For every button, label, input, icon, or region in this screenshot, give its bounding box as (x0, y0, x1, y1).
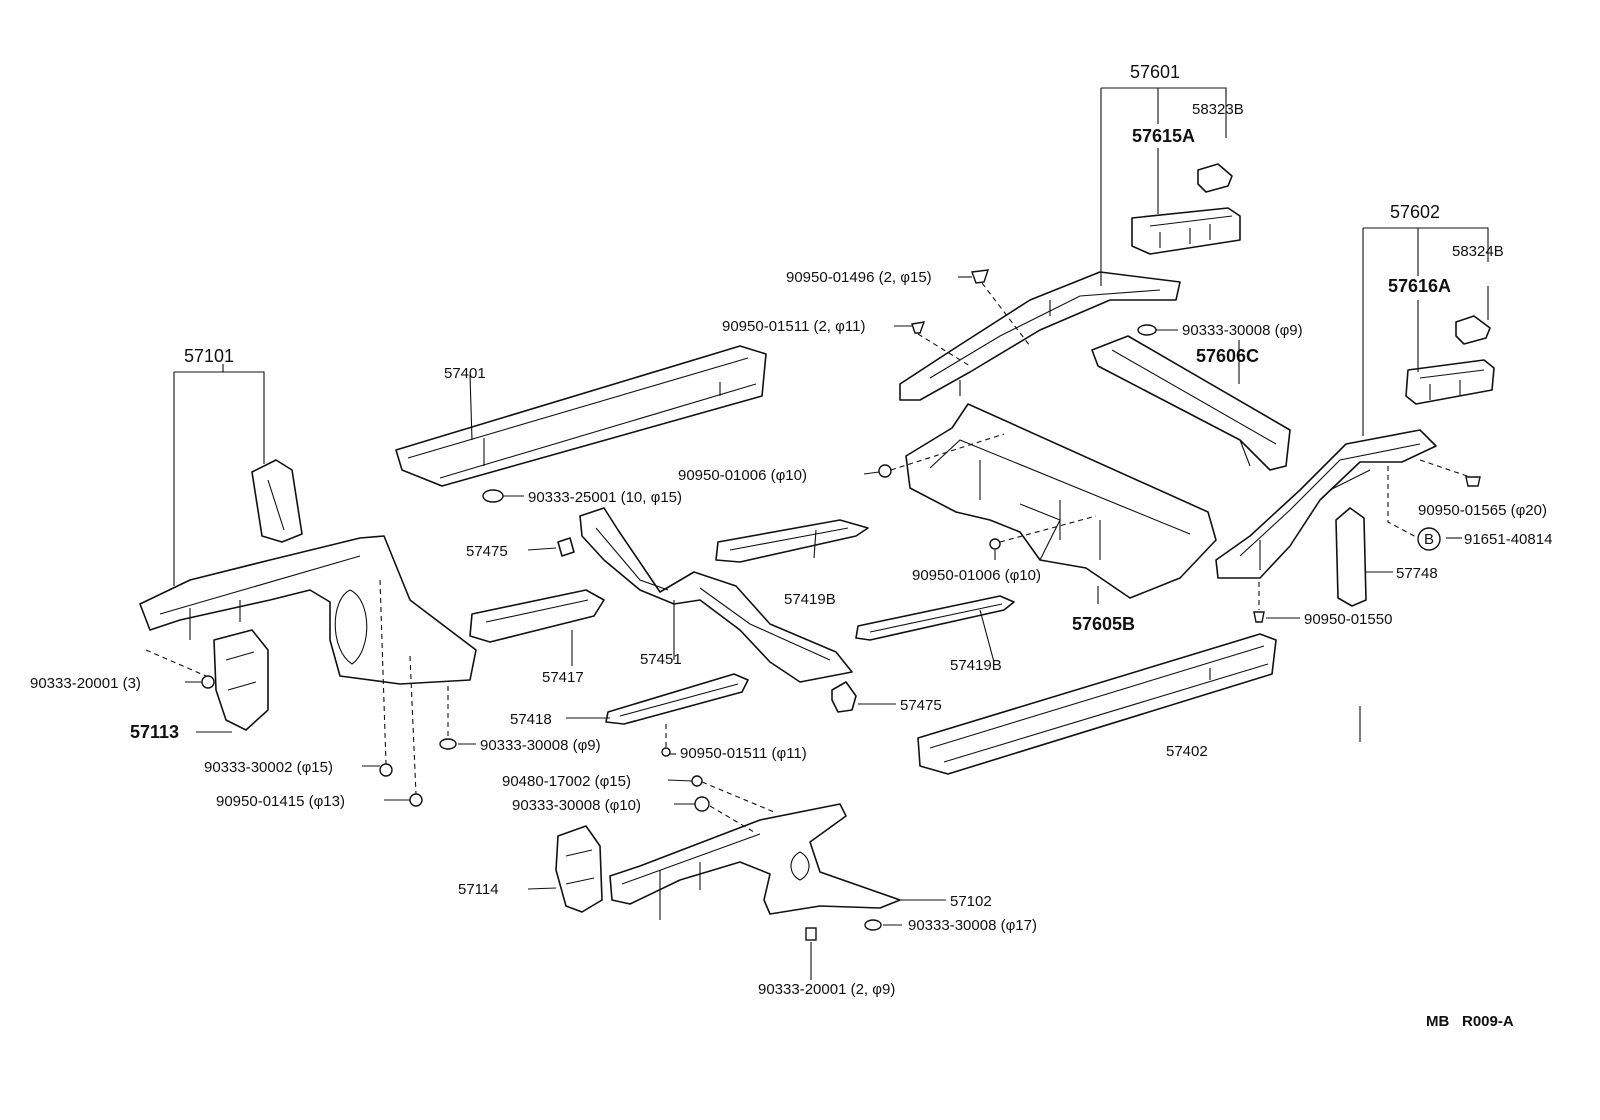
label-57419B-upper: 57419B (784, 591, 836, 608)
part-57451-crossmember (579, 507, 853, 683)
fastener-90950-01415 (409, 793, 423, 807)
fastener-90333-25001 (482, 489, 504, 503)
label-58323B: 58323B (1192, 101, 1244, 118)
part-57615A-bracket (1131, 207, 1241, 255)
label-57402: 57402 (1166, 743, 1208, 760)
part-57113-plate (213, 629, 269, 731)
label-90950-01006-lower: 90950-01006 (φ10) (912, 567, 1041, 584)
label-57101: 57101 (184, 346, 234, 366)
label-57605B: 57605B (1072, 614, 1135, 634)
fastener-90333-30008-phi17 (864, 919, 882, 931)
part-57601-rear-member (899, 271, 1181, 401)
part-57418-rail (605, 673, 749, 725)
part-57401-side-sill (395, 345, 767, 487)
part-57101-bracket (251, 459, 303, 543)
label-57602: 57602 (1390, 202, 1440, 222)
label-90950-01496: 90950-01496 (2, φ15) (786, 269, 932, 286)
label-90950-01511-upper: 90950-01511 (2, φ11) (722, 318, 865, 335)
part-57417-rail (469, 589, 605, 643)
label-57113: 57113 (130, 722, 179, 742)
fastener-90950-01511-upper (911, 321, 926, 334)
part-57748-reinforcement (1335, 507, 1367, 607)
part-57602-rear-member (1215, 429, 1437, 579)
fastener-90333-20001-2 (805, 927, 817, 941)
labels: 57601 58323B 57615A 57602 58324B 57616A … (30, 62, 1552, 1030)
label-57451: 57451 (640, 651, 682, 668)
fastener-90950-01006-upper (878, 464, 892, 478)
part-57616A-bracket (1405, 359, 1495, 405)
label-90950-01565: 90950-01565 (φ20) (1418, 502, 1547, 519)
part-58323B-clip (1197, 163, 1233, 193)
fastener-90333-30008-phi10 (694, 796, 710, 812)
label-90950-01550: 90950-01550 (1304, 611, 1392, 628)
label-58324B: 58324B (1452, 243, 1504, 260)
fastener-90333-30008-phi9-lower (439, 738, 457, 750)
label-90333-30008-phi17: 90333-30008 (φ17) (908, 917, 1037, 934)
leader-lines (145, 276, 1471, 980)
fastener-90333-20001-3 (201, 675, 215, 689)
fastener-90950-01006-lower (989, 538, 1001, 550)
label-57114: 57114 (458, 881, 499, 898)
fastener-symbols (201, 269, 1481, 941)
part-58324B-clip (1455, 315, 1491, 345)
label-90333-30008-phi9-upper: 90333-30008 (φ9) (1182, 322, 1303, 339)
label-57419B-lower: 57419B (950, 657, 1002, 674)
label-57418: 57418 (510, 711, 552, 728)
part-57114-plate (555, 825, 603, 913)
label-91651-40814: 91651-40814 (1464, 531, 1552, 548)
part-57475-upper-clip (557, 537, 575, 557)
part-57606C-crossmember (1091, 335, 1291, 471)
label-90333-20001-2: 90333-20001 (2, φ9) (758, 981, 895, 998)
fastener-90950-01496 (971, 269, 990, 284)
label-90333-30008-phi10: 90333-30008 (φ10) (512, 797, 641, 814)
label-57475-upper: 57475 (466, 543, 508, 560)
label-57417: 57417 (542, 669, 584, 686)
fastener-90480-17002 (691, 775, 703, 787)
part-57402-side-sill (917, 633, 1277, 775)
label-90950-01006-upper: 90950-01006 (φ10) (678, 467, 807, 484)
label-57616A: 57616A (1388, 276, 1451, 296)
label-57615A: 57615A (1132, 126, 1195, 146)
label-90333-30002: 90333-30002 (φ15) (204, 759, 333, 776)
label-57475-lower: 57475 (900, 697, 942, 714)
part-57605B-floor-pan (905, 403, 1217, 599)
fastener-90950-01511-lower (661, 747, 671, 757)
bracket-lines (173, 87, 1489, 586)
label-57102: 57102 (950, 893, 992, 910)
label-57748: 57748 (1396, 565, 1438, 582)
label-90950-01415: 90950-01415 (φ13) (216, 793, 345, 810)
label-code-mb: MB (1426, 1013, 1449, 1030)
label-90333-30008-phi9-lower: 90333-30008 (φ9) (480, 737, 601, 754)
label-90333-25001: 90333-25001 (10, φ15) (528, 489, 682, 506)
label-90950-01511-lower: 90950-01511 (φ11) (680, 745, 807, 762)
part-57475-lower-clip (831, 681, 857, 713)
part-57419B-upper (715, 519, 869, 563)
fastener-90950-01550 (1253, 611, 1265, 623)
fastener-90333-30008-phi9-upper (1137, 324, 1157, 336)
part-57101-front-member (139, 535, 477, 685)
label-90333-20001-3: 90333-20001 (3) (30, 675, 141, 692)
part-57419B-lower (855, 595, 1015, 641)
label-57401: 57401 (444, 365, 486, 382)
fastener-90333-30002 (379, 763, 393, 777)
label-57601: 57601 (1130, 62, 1180, 82)
part-57102-front-member (609, 803, 901, 920)
label-57606C: 57606C (1196, 346, 1259, 366)
label-b-marker: B (1424, 531, 1434, 548)
b-marker-circle (1417, 527, 1441, 551)
fastener-90950-01565 (1465, 476, 1481, 487)
label-90480-17002: 90480-17002 (φ15) (502, 773, 631, 790)
label-code-ref: R009-A (1462, 1013, 1514, 1030)
